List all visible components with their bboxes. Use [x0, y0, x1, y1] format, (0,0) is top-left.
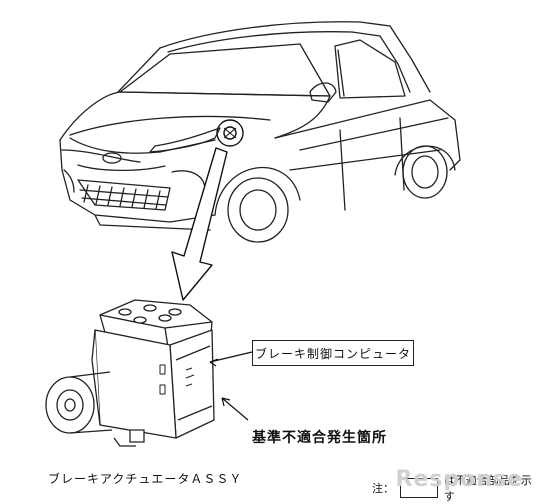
leader-lines: [209, 351, 253, 421]
car-drawing: [59, 21, 461, 243]
actuator-caption: ブレーキアクチュエータＡＳＳＹ: [48, 472, 243, 486]
pointer-arrow: [171, 147, 228, 301]
location-marker: [216, 119, 244, 147]
computer-label: ブレーキ制御コンピュータ: [254, 346, 411, 361]
legend-note: 注： は不適合部品を示す: [372, 472, 537, 504]
computer-label-box: ブレーキ制御コンピュータ: [252, 340, 414, 366]
watermark-logo: Response: [395, 467, 523, 492]
note-text: は不適合部品を示す: [443, 474, 532, 503]
brake-actuator-drawing: [45, 299, 215, 447]
note-swatch: [400, 478, 438, 498]
note-prefix: 注：: [372, 482, 394, 495]
defect-location-label: 基準不適合発生箇所: [252, 430, 387, 446]
